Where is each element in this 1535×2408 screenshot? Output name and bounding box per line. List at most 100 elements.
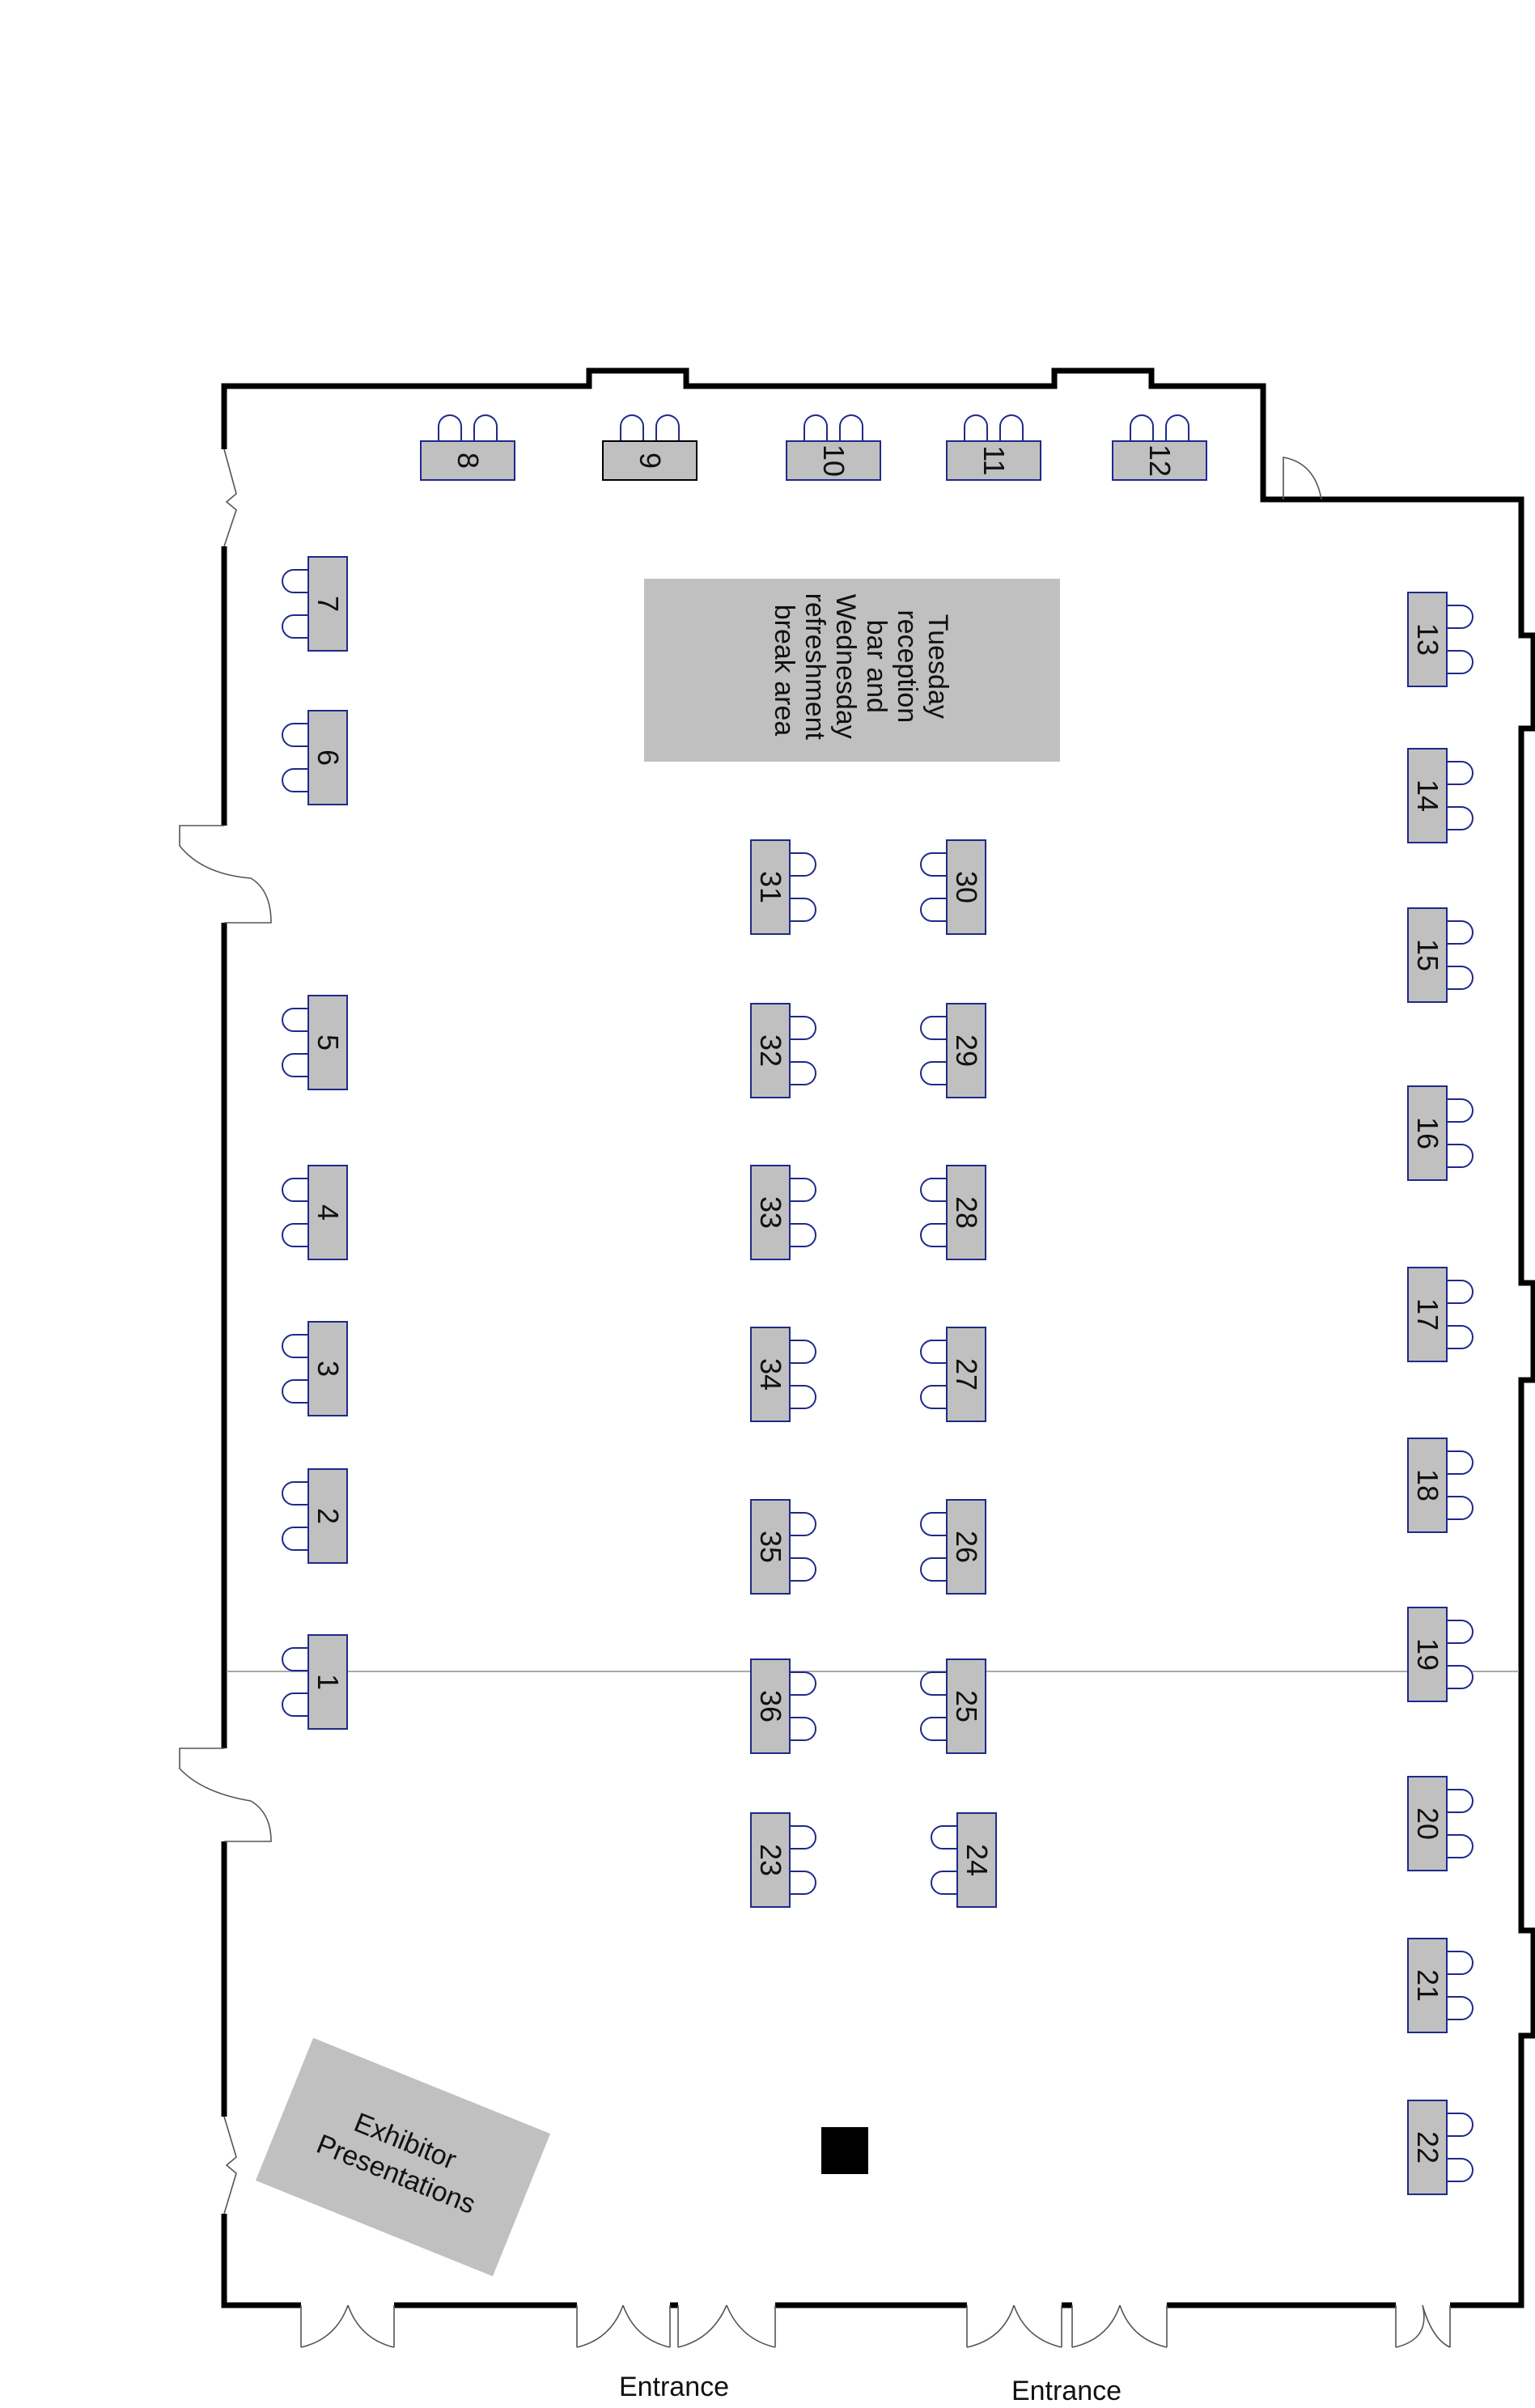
booth-number: 36 — [754, 1690, 787, 1722]
booth-6: 6 — [282, 710, 348, 805]
booth-chairs — [790, 1178, 816, 1247]
booth-chairs — [920, 1340, 947, 1409]
refreshment-area-box — [644, 579, 1060, 762]
booth-number: 11 — [977, 445, 1011, 475]
booth-table — [946, 1327, 986, 1422]
booth-table — [420, 440, 515, 481]
booth-table — [946, 839, 986, 935]
booth-chairs — [920, 852, 947, 922]
booth-table — [1112, 440, 1207, 481]
door-left-top — [223, 448, 237, 547]
booth-table — [1407, 2100, 1448, 2195]
booth-chairs — [790, 1671, 816, 1741]
booth-chairs — [1447, 1951, 1474, 2020]
booth-table — [1407, 748, 1448, 843]
booth-chairs — [1447, 761, 1474, 830]
booth-10: 10 — [786, 414, 881, 481]
booth-31: 31 — [750, 839, 816, 935]
booth-number: 34 — [754, 1358, 787, 1391]
booth-number: 12 — [1143, 444, 1177, 477]
booth-table — [307, 995, 348, 1090]
booth-number: 6 — [312, 750, 345, 766]
booth-number: 35 — [754, 1531, 787, 1563]
booth-30: 30 — [920, 839, 986, 935]
booth-3: 3 — [282, 1321, 348, 1416]
booth-29: 29 — [920, 1003, 986, 1098]
booth-number: 18 — [1411, 1469, 1444, 1501]
booth-chairs — [1447, 1098, 1474, 1168]
booth-chairs — [282, 569, 308, 639]
door-bottom-5 — [1071, 2304, 1168, 2348]
booth-number: 31 — [754, 871, 787, 903]
walls — [221, 367, 1535, 2308]
booth-number: 2 — [312, 1508, 345, 1524]
booth-34: 34 — [750, 1327, 816, 1422]
door-bottom-2 — [576, 2304, 671, 2348]
wall-top-outline — [221, 367, 1535, 2308]
booth-1: 1 — [282, 1634, 348, 1730]
booth-14: 14 — [1407, 748, 1474, 843]
booth-chairs — [790, 852, 816, 922]
booth-chairs — [620, 414, 680, 441]
booth-number: 16 — [1411, 1117, 1444, 1149]
booth-chairs — [790, 1825, 816, 1895]
booth-23: 23 — [750, 1812, 816, 1908]
booth-chairs — [1447, 1789, 1474, 1858]
door-bottom-4 — [966, 2304, 1062, 2348]
door-bottom-6 — [1395, 2304, 1451, 2348]
booth-number: 23 — [754, 1844, 787, 1876]
booth-table — [750, 1499, 791, 1595]
booth-18: 18 — [1407, 1438, 1474, 1533]
booth-number: 21 — [1411, 1969, 1444, 2002]
booth-chairs — [1447, 2113, 1474, 2182]
booth-chairs — [1447, 1450, 1474, 1520]
booth-32: 32 — [750, 1003, 816, 1098]
booth-27: 27 — [920, 1327, 986, 1422]
booth-chairs — [790, 1340, 816, 1409]
booth-17: 17 — [1407, 1267, 1474, 1362]
door-bottom-1 — [300, 2304, 395, 2348]
booth-table — [307, 1165, 348, 1260]
booth-number: 13 — [1411, 623, 1444, 656]
booth-chairs — [1447, 1280, 1474, 1349]
booth-table — [750, 1327, 791, 1422]
booth-number: 19 — [1411, 1638, 1444, 1671]
booth-table — [1407, 1438, 1448, 1533]
booth-number: 14 — [1411, 779, 1444, 812]
booth-2: 2 — [282, 1468, 348, 1564]
booth-20: 20 — [1407, 1776, 1474, 1871]
booth-number: 8 — [452, 452, 485, 469]
booth-chairs — [931, 1825, 957, 1895]
booth-table — [946, 1499, 986, 1595]
booth-7: 7 — [282, 556, 348, 652]
booth-number: 27 — [950, 1358, 983, 1391]
booth-chairs — [282, 1008, 308, 1077]
door-top-right — [1283, 457, 1322, 500]
booth-table — [602, 440, 698, 481]
booth-number: 29 — [950, 1034, 983, 1067]
booth-number: 7 — [312, 596, 345, 612]
booth-number: 9 — [634, 452, 667, 469]
booth-4: 4 — [282, 1165, 348, 1260]
booth-11: 11 — [946, 414, 1041, 481]
entrance-label-1: Entrance — [619, 2372, 729, 2402]
booth-number: 15 — [1411, 939, 1444, 971]
booth-table — [750, 1812, 791, 1908]
booth-table — [946, 1658, 986, 1754]
booth-22: 22 — [1407, 2100, 1474, 2195]
booth-chairs — [790, 1512, 816, 1582]
booth-chairs — [804, 414, 863, 441]
booth-table — [786, 440, 881, 481]
exhibitor-presentations-area: Exhibitor Presentations — [255, 2037, 551, 2277]
booth-chairs — [438, 414, 498, 441]
booth-number: 25 — [950, 1690, 983, 1722]
booth-chairs — [282, 723, 308, 792]
booth-table — [1407, 907, 1448, 1003]
booth-number: 5 — [312, 1034, 345, 1051]
booth-26: 26 — [920, 1499, 986, 1595]
booth-chairs — [790, 1016, 816, 1085]
booth-chairs — [282, 1334, 308, 1404]
booth-chairs — [1447, 605, 1474, 674]
booth-number: 17 — [1411, 1298, 1444, 1331]
